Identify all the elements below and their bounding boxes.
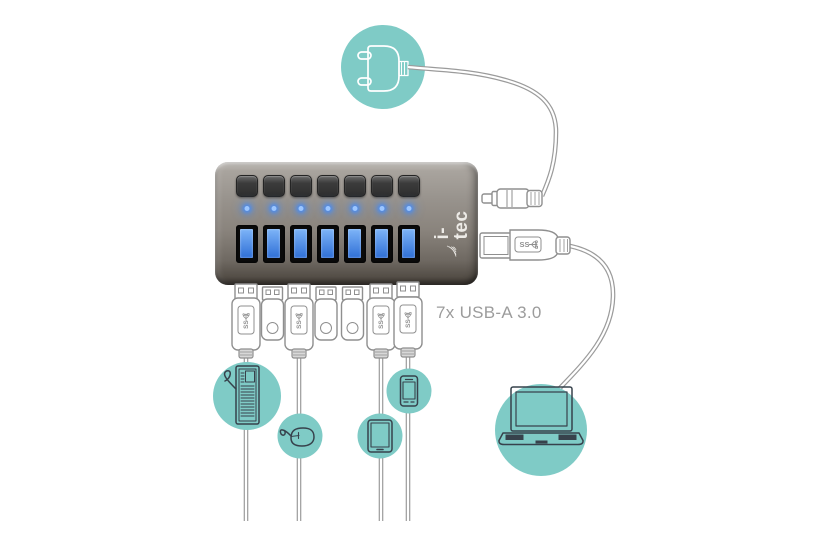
hub-column (315, 162, 341, 285)
led-indicator (325, 206, 331, 211)
laptop-callout (495, 384, 587, 476)
usb-port-tongue (402, 229, 415, 258)
hub-column (369, 162, 395, 285)
laptop-icon (498, 386, 584, 446)
usb-port (344, 225, 366, 263)
tablet-icon (367, 419, 393, 453)
smartphone-circle (386, 368, 432, 414)
usb-port-tongue (294, 229, 307, 258)
usb-hub: i-tec (215, 162, 478, 285)
usb-flash-drive (260, 286, 285, 341)
usb-a-plug (366, 283, 396, 359)
usb-port-tongue (267, 229, 280, 258)
power-callout (341, 25, 425, 109)
led-indicator (379, 206, 385, 211)
led-indicator (271, 206, 277, 211)
led-indicator (244, 206, 250, 211)
usb-port-tongue (348, 229, 361, 258)
keyboard-icon (223, 365, 260, 425)
power-button (398, 175, 420, 197)
usb3-host-cable (556, 243, 616, 392)
usb-a-plug (284, 283, 314, 359)
hub-column (234, 162, 260, 285)
hub-column (342, 162, 368, 285)
usb-port (398, 225, 420, 263)
keyboard-circle (213, 362, 281, 430)
power-button (317, 175, 339, 197)
power-button (236, 175, 258, 197)
tablet-callout (357, 413, 403, 459)
led-indicator (406, 206, 412, 211)
ports-label: 7x USB-A 3.0 (436, 303, 542, 322)
usb-flash-drives (260, 286, 365, 341)
smartphone-callout (386, 368, 432, 414)
power-button (344, 175, 366, 197)
hub-column (261, 162, 287, 285)
usb-a-plug (393, 281, 423, 358)
led-indicator (352, 206, 358, 211)
usb-a-plugs (231, 281, 423, 359)
mouse-icon (279, 427, 315, 447)
usb-port (290, 225, 312, 263)
power-button (290, 175, 312, 197)
keyboard-callout (213, 362, 281, 430)
power-button (371, 175, 393, 197)
power-circle (341, 25, 425, 109)
dc-barrel-plug (481, 188, 543, 209)
usb-port-tongue (240, 229, 253, 258)
usb-port-tongue (375, 229, 388, 258)
mouse-callout (277, 413, 323, 459)
mouse-circle (277, 413, 323, 459)
usb-a-plug (231, 283, 261, 359)
usb-port (263, 225, 285, 263)
usb-port-tongue (321, 229, 334, 258)
power-button (263, 175, 285, 197)
usb-flash-drive (340, 286, 365, 341)
usb-flash-drive (314, 286, 338, 341)
laptop-circle (495, 384, 587, 476)
usb-b-plug (479, 229, 571, 261)
usb-port (371, 225, 393, 263)
smartphone-icon (399, 375, 419, 407)
hub-column (288, 162, 314, 285)
brand-logo: i-tec (432, 207, 472, 257)
usb-port (236, 225, 258, 263)
hub-column (396, 162, 422, 285)
device-callouts (213, 362, 587, 476)
itec-swoosh-icon (446, 245, 457, 257)
usb-port (317, 225, 339, 263)
power-cable (407, 64, 559, 197)
led-indicator (298, 206, 304, 211)
